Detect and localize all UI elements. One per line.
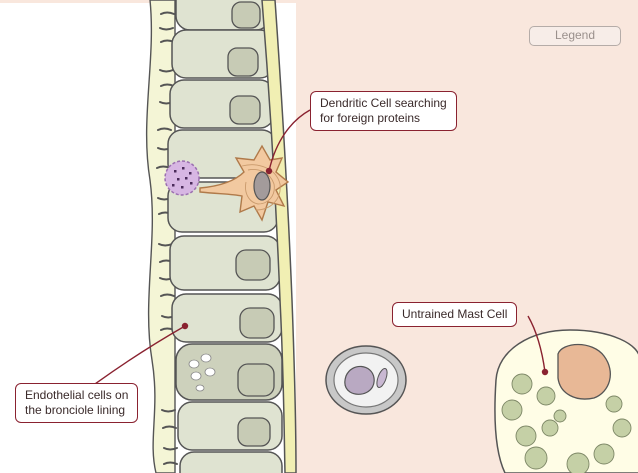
callout-endothelial-line1: Endothelial cells on [25,388,129,402]
callout-dendritic-line2: for foreign proteins [320,111,421,125]
callout-leaders [94,109,546,385]
blood-vessel [325,345,407,415]
mast-cell [494,329,638,473]
callout-endothelial: Endothelial cells on the bronciole linin… [15,383,139,423]
callout-dendritic-line1: Dendritic Cell searching [320,96,447,110]
top-strip [0,0,296,3]
mucus-layer [145,0,176,473]
dendritic-nucleus [253,171,271,201]
callout-mast-line1: Untrained Mast Cell [402,307,508,321]
dendritic-cell [199,144,290,222]
foreign-protein-antigen [164,160,200,196]
callout-dendritic-cell: Dendritic Cell searching for foreign pro… [310,91,457,131]
endothelial-callout-dot [181,322,189,330]
cell-nuclei [227,1,275,447]
callout-endothelial-line2: the bronciole lining [25,403,126,417]
callout-mast-cell: Untrained Mast Cell [392,302,518,327]
goblet-granules [188,353,216,392]
legend-button[interactable]: Legend [529,26,621,46]
